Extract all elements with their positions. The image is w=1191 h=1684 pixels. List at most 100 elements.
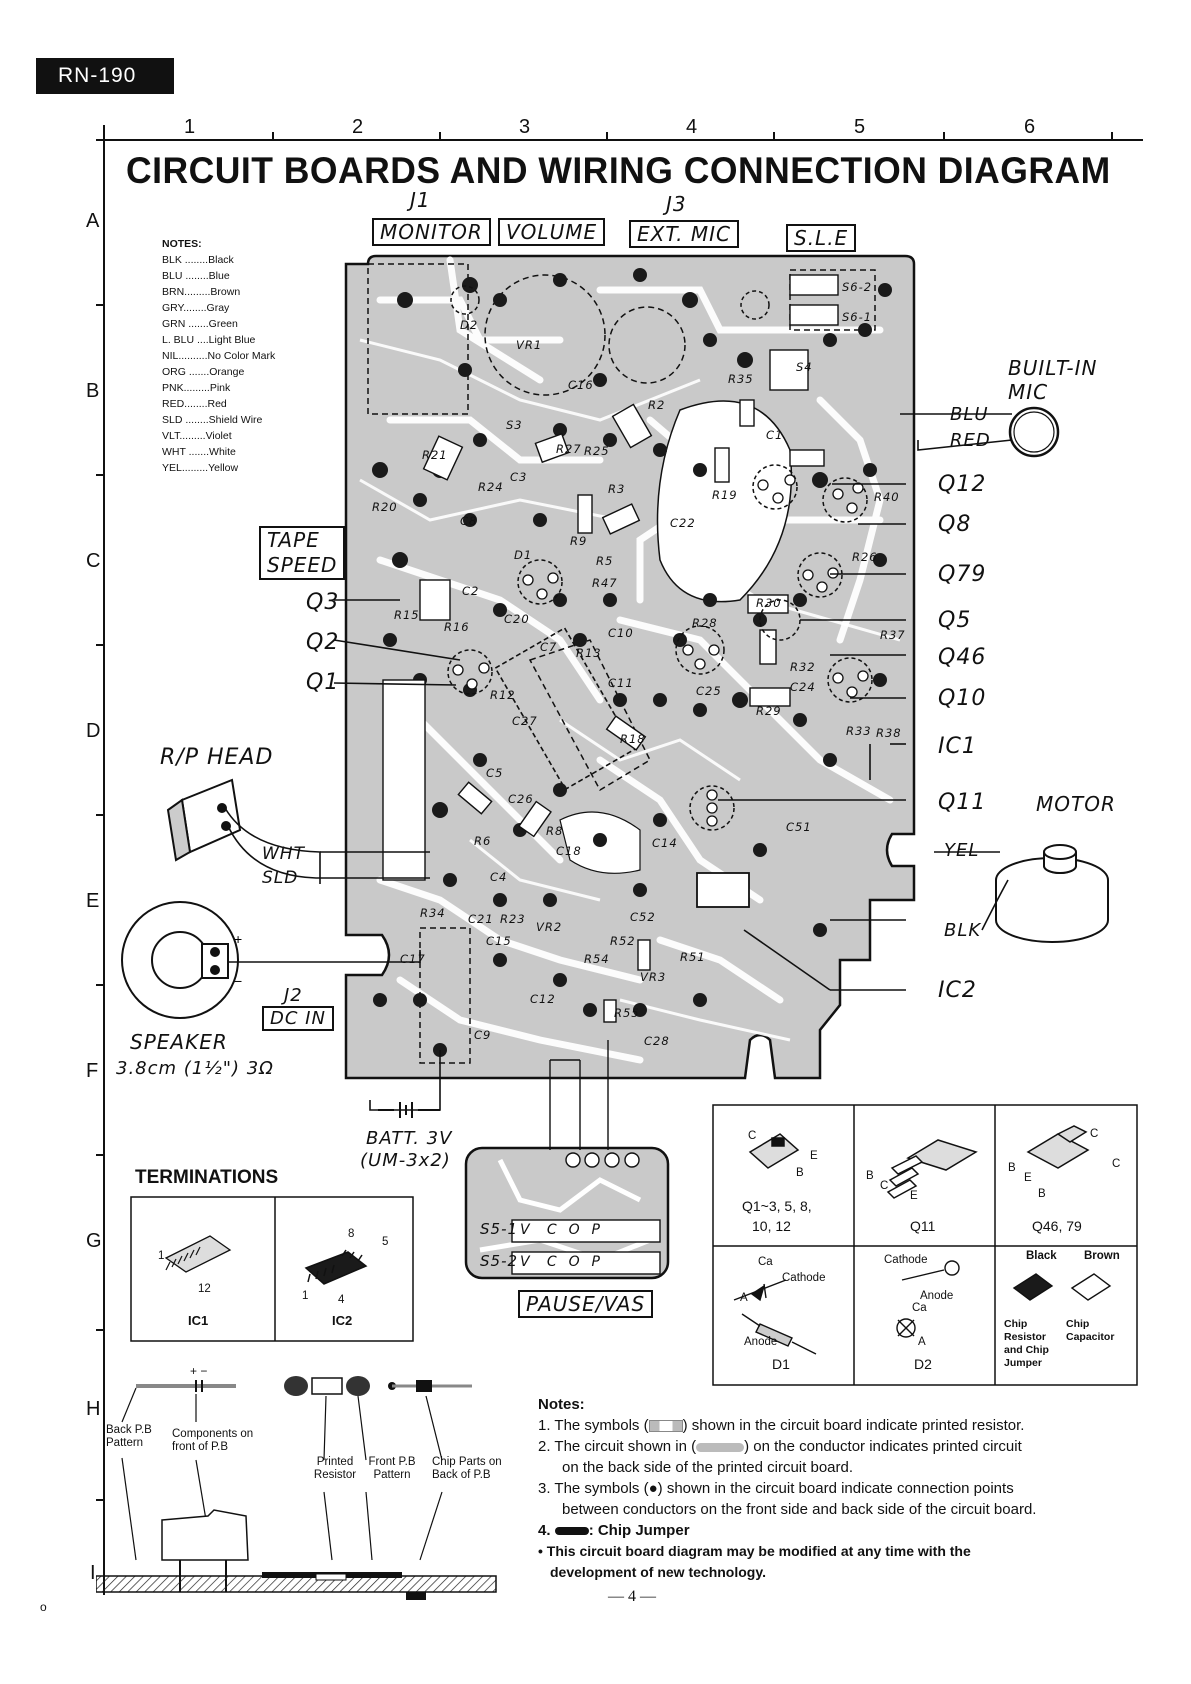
- s5-2-label: S5-2: [480, 1252, 519, 1270]
- sld-wire-label: SLD: [262, 868, 299, 888]
- svg-text:+: +: [234, 931, 242, 947]
- board-label: S6-1: [842, 310, 873, 324]
- board-label: C26: [508, 792, 534, 806]
- d1-anode: Anode: [744, 1336, 778, 1348]
- note-1-text-b: ) shown in the circuit board indicate pr…: [682, 1417, 1025, 1434]
- board-label: S4: [796, 360, 813, 374]
- monitor-jack-label: MONITOR: [372, 218, 491, 246]
- row-label-f: F: [86, 1060, 99, 1082]
- ic2-label: IC2: [938, 978, 977, 1003]
- q1-caption-2: 10, 12: [752, 1218, 791, 1234]
- board-label: R9: [570, 534, 588, 548]
- color-key-item: VLT.........Violet: [162, 430, 232, 442]
- chip-resistor-label: Chip Resistor and Chip Jumper: [1004, 1318, 1049, 1369]
- q12-label: Q12: [938, 472, 987, 497]
- speaker-spec: 3.8cm (1½") 3Ω: [116, 1058, 274, 1079]
- board-label: R12: [490, 688, 516, 702]
- board-label: C18: [556, 844, 582, 858]
- blu-wire-label: BLU: [950, 404, 989, 425]
- built-in-mic-label-2: MIC: [1008, 380, 1049, 404]
- notes-title: Notes:: [538, 1396, 585, 1413]
- board-label: R15: [394, 608, 420, 622]
- color-key-item: BRN.........Brown: [162, 286, 241, 298]
- ic2-pin-1: 1: [302, 1290, 309, 1302]
- printed-resistor-symbol-icon: [648, 1420, 683, 1433]
- board-label: R37: [880, 628, 906, 642]
- color-key-title: NOTES:: [162, 238, 202, 250]
- q11-pin-b: B: [866, 1170, 874, 1182]
- board-label: VR3: [640, 970, 667, 984]
- back-pattern-symbol-icon: [696, 1442, 745, 1452]
- chip-jumper-icon: [554, 1527, 589, 1536]
- board-label: R27: [556, 442, 582, 456]
- board-label: R21: [422, 448, 448, 462]
- q46-pin-c-top: C: [1090, 1128, 1099, 1140]
- note-5: • This circuit board diagram may be modi…: [538, 1543, 971, 1559]
- d2-caption: D2: [914, 1356, 932, 1372]
- terminations-box: [130, 1196, 414, 1342]
- board-label: C28: [644, 1034, 670, 1048]
- note-4-text: : Chip Jumper: [588, 1522, 690, 1539]
- q1-label: Q1: [306, 670, 340, 695]
- back-pb-label: Back P.B Pattern: [106, 1424, 152, 1449]
- row-label-a: A: [86, 210, 100, 232]
- board-label: R16: [444, 620, 470, 634]
- d2-ca: Ca: [912, 1302, 927, 1314]
- board-label: R51: [680, 950, 706, 964]
- components-front-label: Components on front of P.B: [172, 1428, 254, 1453]
- color-key-item: BLK ........Black: [162, 254, 234, 266]
- color-key-item: RED........Red: [162, 398, 227, 410]
- board-label: VR2: [536, 920, 563, 934]
- note-4-num: 4.: [538, 1522, 551, 1539]
- board-label: C1: [766, 428, 784, 442]
- notes-block: Notes: 1. The symbols ( ) shown in the ci…: [538, 1394, 1138, 1583]
- color-key-item: GRY........Gray: [162, 302, 230, 314]
- color-key: NOTES: BLK ........Black BLU ........Blu…: [162, 236, 275, 476]
- row-label-g: G: [86, 1230, 102, 1252]
- board-label: R20: [372, 500, 398, 514]
- board-label: C21: [468, 912, 494, 926]
- row-label-c: C: [86, 550, 101, 572]
- board-label: R23: [500, 912, 526, 926]
- row-label-d: D: [86, 720, 101, 742]
- col-label-6: 6: [1024, 116, 1036, 138]
- parts-table: [712, 1104, 1138, 1386]
- q1-pin-e: E: [810, 1150, 818, 1162]
- color-key-item: YEL.........Yellow: [162, 462, 239, 474]
- board-label: R55: [614, 1006, 640, 1020]
- q46-pin-c: C: [1112, 1158, 1121, 1170]
- board-label: C7: [540, 640, 558, 654]
- ic2-caption: IC2: [332, 1313, 353, 1328]
- board-label: R32: [790, 660, 816, 674]
- note-5-cont: development of new technology.: [550, 1564, 766, 1580]
- board-label: C11: [608, 676, 634, 690]
- ext-mic-jack-label: EXT. MIC: [629, 220, 740, 248]
- q11-pin-e: E: [910, 1190, 918, 1202]
- note-2: 2. The circuit shown in () on the conduc…: [538, 1436, 1138, 1457]
- row-label-b: B: [86, 380, 100, 402]
- ic1-pin-12: 12: [198, 1283, 211, 1295]
- board-label: VR1: [516, 338, 543, 352]
- q11-label: Q11: [938, 790, 987, 815]
- cross-section-diagram: [96, 1376, 497, 1600]
- color-key-item: ORG .......Orange: [162, 366, 245, 378]
- sle-switch-label: S.L.E: [786, 224, 857, 252]
- board-label: R33: [846, 724, 872, 738]
- q3-label: Q3: [306, 590, 340, 615]
- note-1-text-a: 1. The symbols (: [538, 1417, 649, 1434]
- q46-pin-b-left: B: [1008, 1162, 1016, 1174]
- s5-2-positions: V C O P: [520, 1254, 601, 1270]
- board-label: R40: [874, 490, 900, 504]
- board-label: C25: [696, 684, 722, 698]
- board-label: R38: [876, 726, 902, 740]
- tape-speed-line2: SPEED: [267, 553, 338, 577]
- q11-pin-c: C: [880, 1180, 889, 1192]
- board-label: C2: [462, 584, 480, 598]
- board-label: C17: [400, 952, 426, 966]
- board-label: R19: [712, 488, 738, 502]
- tape-speed-label: TAPE SPEED: [259, 526, 346, 580]
- col-label-5: 5: [854, 116, 866, 138]
- j3-label: J3: [666, 192, 687, 216]
- board-label: S3: [506, 418, 523, 432]
- board-label: C51: [786, 820, 812, 834]
